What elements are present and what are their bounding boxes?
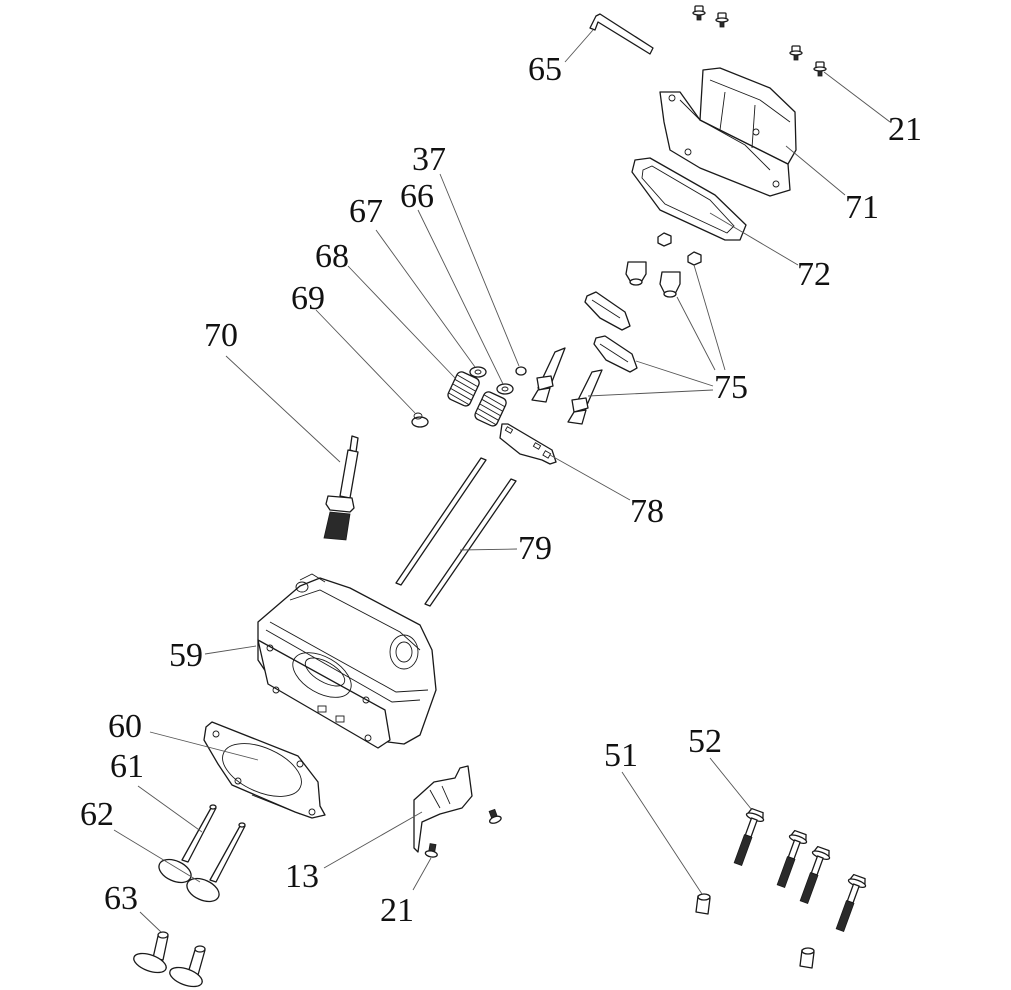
- callout-62: 62: [80, 796, 114, 833]
- rocker-arm-assembly-part: [531, 232, 702, 425]
- callout-78: 78: [630, 493, 664, 530]
- leader-52: [709, 757, 753, 811]
- callout-52: 52: [688, 723, 722, 760]
- valve-cover-gasket-part: [631, 157, 747, 241]
- leader-66: [417, 209, 504, 385]
- callout-69: 69: [291, 280, 325, 317]
- leader-63: [139, 911, 162, 933]
- callout-59: 59: [169, 637, 203, 674]
- leader-21-top: [823, 71, 891, 123]
- leader-75-a: [676, 296, 716, 371]
- callout-67: 67: [349, 193, 383, 230]
- leader-69: [315, 309, 416, 414]
- callout-66: 66: [400, 178, 434, 215]
- leader-60: [149, 731, 259, 761]
- callout-72: 72: [797, 256, 831, 293]
- leader-37: [439, 173, 520, 367]
- hex-key-part: [589, 13, 654, 55]
- air-guide-part: [413, 765, 473, 853]
- leader-67: [375, 229, 476, 368]
- leader-68: [347, 265, 456, 379]
- dowel-pins-part: [695, 893, 815, 969]
- leader-61: [137, 785, 203, 833]
- valve-lifters-part: [133, 931, 206, 988]
- leader-79: [459, 548, 518, 551]
- callout-79: 79: [518, 530, 552, 567]
- valve-springs-part: [447, 371, 507, 427]
- spring-retainers-part: [469, 366, 514, 395]
- cylinder-head-bolts-part: [733, 807, 867, 933]
- callout-51: 51: [604, 737, 638, 774]
- valve-cover-part: [659, 67, 797, 197]
- leader-78: [549, 454, 631, 501]
- leader-75-c: [635, 360, 714, 387]
- callout-37: 37: [412, 141, 446, 178]
- callout-65: 65: [528, 51, 562, 88]
- valves-part: [158, 804, 246, 903]
- leader-62: [113, 829, 201, 883]
- callout-70: 70: [204, 317, 238, 354]
- callout-63: 63: [104, 880, 138, 917]
- leader-65: [564, 29, 594, 63]
- cylinder-head-gasket-part: [203, 721, 326, 819]
- callout-71: 71: [845, 189, 879, 226]
- cover-bolts-part: [692, 5, 827, 77]
- leader-72: [709, 212, 799, 266]
- push-rods-part: [395, 457, 517, 607]
- valve-stem-seal-part: [411, 412, 429, 428]
- spark-plug-part: [323, 435, 359, 541]
- callout-13: 13: [285, 858, 319, 895]
- leader-75-d: [587, 389, 714, 397]
- callout-60: 60: [108, 708, 142, 745]
- valve-cap-part: [515, 366, 527, 376]
- leader-51: [621, 771, 703, 895]
- leader-13: [323, 811, 423, 869]
- leader-75-b: [693, 264, 726, 371]
- leader-21-bottom: [412, 857, 432, 891]
- leader-59: [204, 645, 257, 655]
- leader-71: [785, 145, 846, 196]
- push-rod-guide-plate-part: [499, 423, 557, 465]
- leader-70: [225, 355, 341, 463]
- callout-61: 61: [110, 748, 144, 785]
- callout-21-bottom: 21: [380, 892, 414, 929]
- cylinder-head-part: [257, 573, 437, 749]
- air-guide-bolts-part: [424, 808, 502, 858]
- callout-21-top: 21: [888, 111, 922, 148]
- callout-75: 75: [714, 369, 748, 406]
- callout-68: 68: [315, 238, 349, 275]
